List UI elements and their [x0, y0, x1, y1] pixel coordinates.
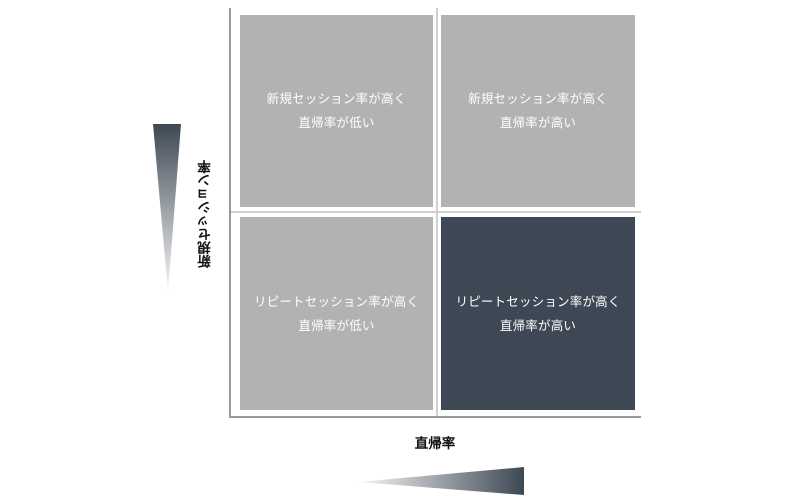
- quadrant-bottom-right: リピートセッション率が高く 直帰率が高い: [441, 217, 635, 410]
- quadrant-top-right: 新規セッション率が高く 直帰率が高い: [441, 15, 635, 207]
- quadrant-top-left-line1: 新規セッション率が高く: [266, 91, 407, 106]
- quadrant-bottom-left-line1: リピートセッション率が高く: [253, 293, 420, 309]
- quadrant-bottom-left-line2: 直帰率が低い: [298, 317, 375, 333]
- x-axis-gradient-wedge: [358, 467, 524, 495]
- quadrant-top-right-line2: 直帰率が高い: [499, 115, 577, 130]
- quadrant-bottom-right-line1: リピートセッション率が高く: [455, 293, 621, 309]
- quadrant-bottom-left: リピートセッション率が高く 直帰率が低い: [240, 217, 433, 410]
- quadrant-top-right-line1: 新規セッション率が高く: [468, 91, 608, 106]
- y-axis-label: 新規セッション率: [198, 160, 214, 268]
- x-axis-label: 直帰率: [414, 436, 456, 452]
- x-axis-line: [229, 416, 641, 418]
- y-axis-gradient-wedge: [153, 124, 181, 292]
- horizontal-divider: [231, 211, 641, 213]
- quadrant-top-left-line2: 直帰率が低い: [298, 115, 375, 130]
- quadrant-bottom-right-line2: 直帰率が高い: [499, 317, 577, 333]
- quadrant-top-left: 新規セッション率が高く 直帰率が低い: [240, 15, 433, 207]
- y-axis-line: [229, 8, 231, 418]
